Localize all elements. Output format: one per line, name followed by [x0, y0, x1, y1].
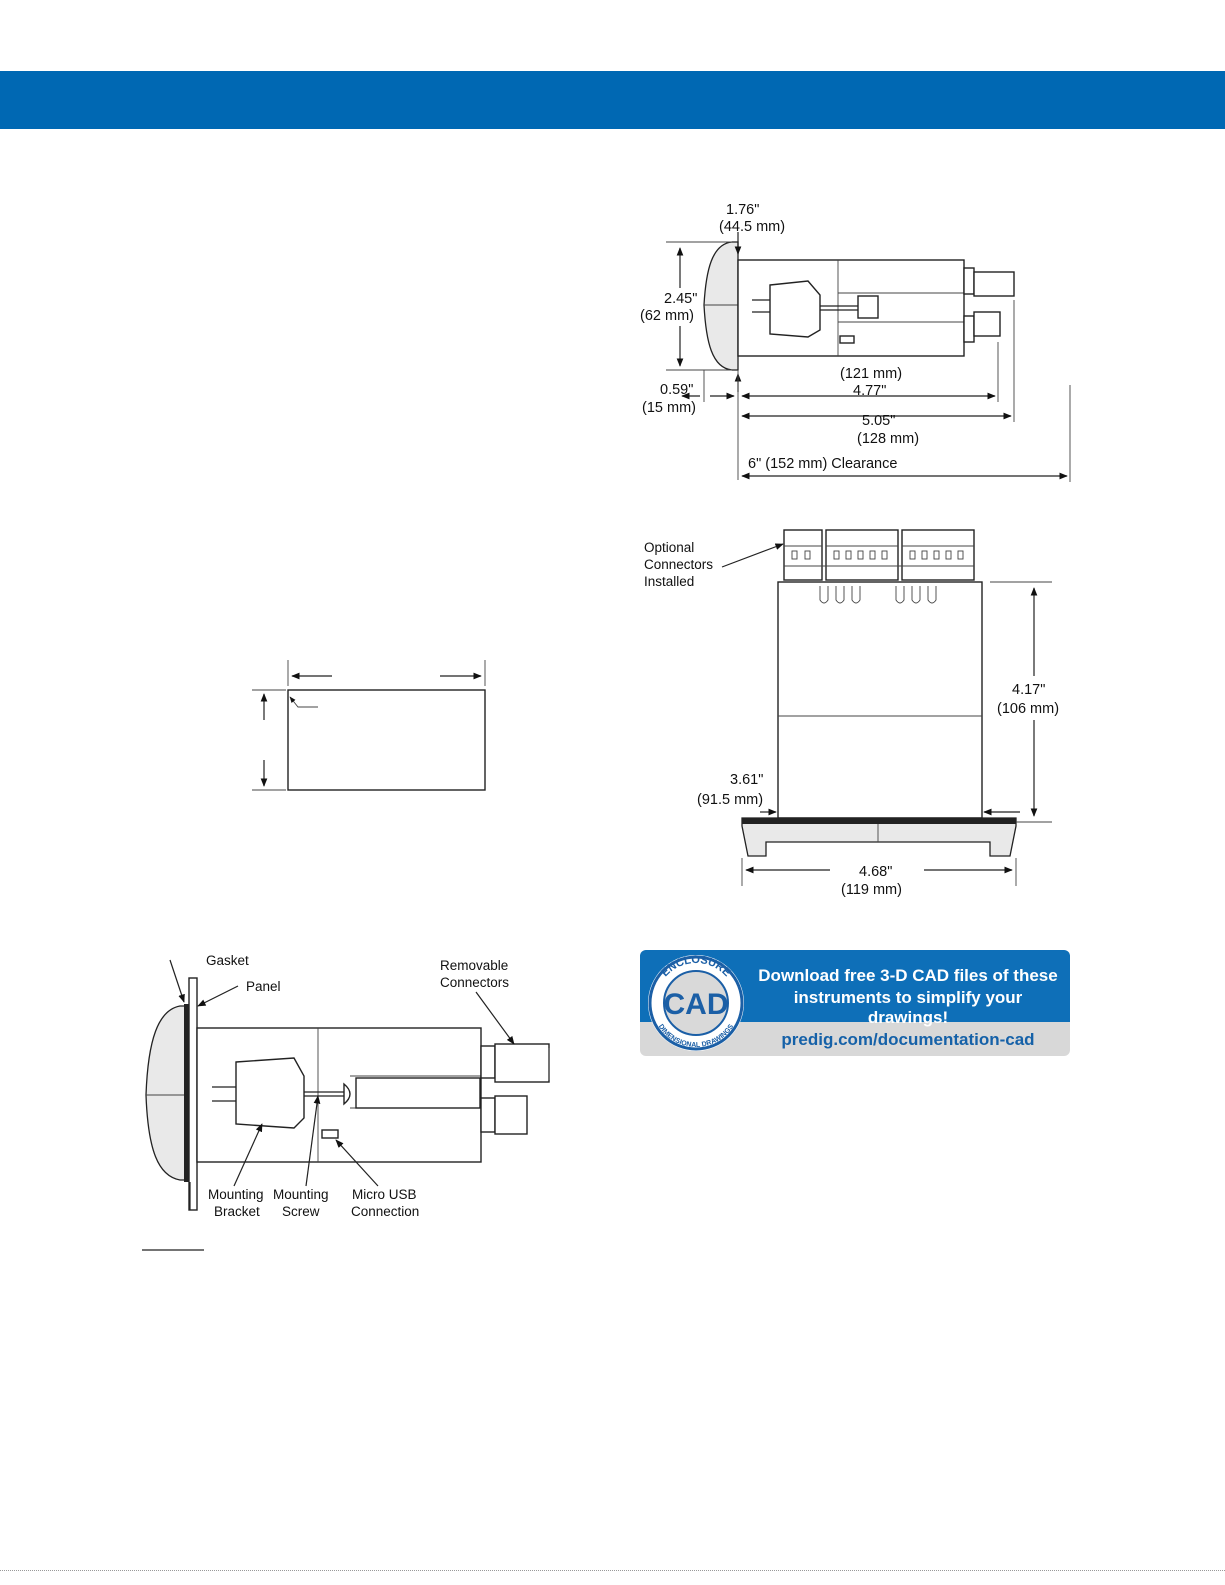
- header-band: [0, 71, 1225, 129]
- top-view-drawing: Optional Connectors Installed 4.17" (106…: [644, 529, 1059, 898]
- cad-banner-line1: Download free 3-D CAD files of these: [758, 966, 1058, 985]
- connectors-label-3: Installed: [644, 574, 694, 589]
- cad-banner-line2: instruments to simplify your drawings!: [793, 988, 1023, 1027]
- panel-cutout-drawing: [252, 660, 486, 791]
- panel-label: Panel: [246, 979, 281, 994]
- bracket-label-1: Mounting: [208, 1187, 264, 1202]
- seal-ring: [648, 955, 744, 1051]
- side-clearance: 6" (152 mm) Clearance: [748, 456, 897, 472]
- mounting-view-drawing: Gasket Panel Removable Connectors Mounti…: [145, 953, 550, 1219]
- top-height-in: 4.17": [1012, 682, 1045, 698]
- side-depth-in: 1.76": [726, 202, 759, 218]
- usb-label-2: Connection: [351, 1204, 419, 1219]
- cad-banner-link[interactable]: predig.com/documentation-cad: [781, 1030, 1035, 1049]
- side-depth-mm: (44.5 mm): [719, 219, 785, 235]
- top-height-mm: (106 mm): [997, 701, 1059, 717]
- side-total-in: 5.05": [862, 413, 895, 429]
- screw-label-2: Screw: [282, 1204, 320, 1219]
- gasket-label: Gasket: [206, 953, 249, 968]
- top-bezel-in: 4.68": [859, 864, 892, 880]
- screw-label-1: Mounting: [273, 1187, 329, 1202]
- top-bezel-mm: (119 mm): [841, 882, 902, 898]
- side-case-mm: (121 mm): [840, 366, 902, 382]
- side-bezel-in: 0.59": [660, 382, 693, 398]
- side-height-mm: (62 mm): [640, 308, 694, 324]
- side-case-in: 4.77": [853, 383, 886, 399]
- removable-label-1: Removable: [440, 958, 508, 973]
- side-bezel-mm: (15 mm): [642, 400, 696, 416]
- cad-download-banner[interactable]: ENCLOSURE DIMENSIONAL DRAWINGS CAD Downl…: [640, 950, 1070, 1056]
- connectors-label-1: Optional: [644, 540, 694, 555]
- cad-seal-icon: ENCLOSURE DIMENSIONAL DRAWINGS CAD: [648, 954, 744, 1051]
- seal-center-text: CAD: [664, 988, 729, 1021]
- bracket-label-2: Bracket: [214, 1204, 260, 1219]
- side-height-in: 2.45": [664, 291, 697, 307]
- removable-label-2: Connectors: [440, 975, 509, 990]
- footer-rule: [0, 1570, 1225, 1571]
- top-inner-mm: (91.5 mm): [697, 792, 763, 808]
- side-total-mm: (128 mm): [857, 431, 919, 447]
- top-inner-in: 3.61": [730, 772, 763, 788]
- connectors-label-2: Connectors: [644, 557, 713, 572]
- usb-label-1: Micro USB: [352, 1187, 417, 1202]
- side-view-drawing: 1.76" (44.5 mm) 2.45" (62 mm) 0.59" (15 …: [640, 202, 1071, 482]
